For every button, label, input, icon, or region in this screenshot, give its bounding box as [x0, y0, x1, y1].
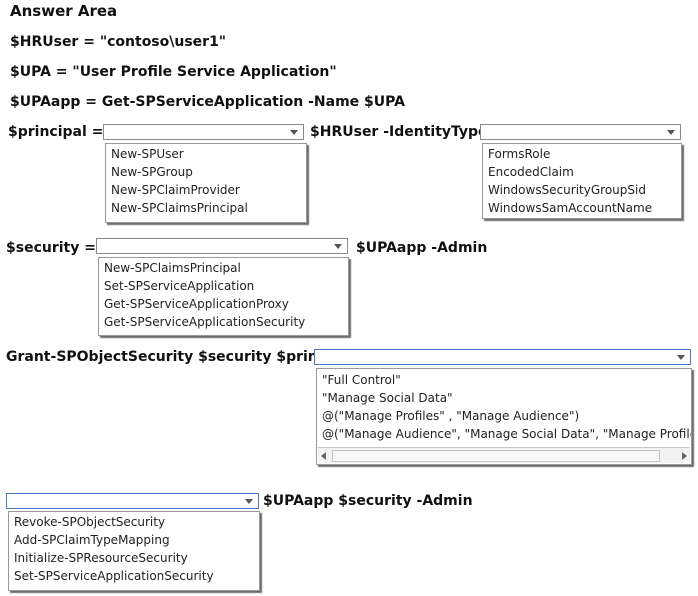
rights-option[interactable]: "Full Control": [322, 373, 401, 387]
identity-type-option[interactable]: EncodedClaim: [488, 165, 574, 179]
scroll-left-icon[interactable]: [321, 452, 326, 460]
scrollbar-thumb[interactable]: [332, 450, 660, 462]
principal-option[interactable]: New-SPGroup: [111, 165, 193, 179]
identity-type-options-list: FormsRole EncodedClaim WindowsSecurityGr…: [482, 143, 682, 219]
security-options-list: New-SPClaimsPrincipal Set-SPServiceAppli…: [98, 257, 349, 336]
principal-select[interactable]: [103, 124, 304, 140]
final-cmdlet-options-list: Revoke-SPObjectSecurity Add-SPClaimTypeM…: [8, 511, 260, 591]
identity-type-option[interactable]: WindowsSamAccountName: [488, 201, 653, 215]
principal-options-list: New-SPUser New-SPGroup New-SPClaimProvid…: [105, 143, 307, 223]
chevron-down-icon[interactable]: [245, 499, 253, 504]
security-label: $security =: [6, 240, 96, 256]
rights-option[interactable]: @("Manage Profiles" , "Manage Audience"): [322, 409, 580, 423]
principal-option[interactable]: New-SPClaimsPrincipal: [111, 201, 248, 215]
security-option[interactable]: Get-SPServiceApplicationProxy: [104, 297, 289, 311]
grant-label: Grant-SPObjectSecurity $security $princi…: [6, 349, 356, 365]
chevron-down-icon[interactable]: [667, 130, 675, 135]
final-cmdlet-option[interactable]: Initialize-SPResourceSecurity: [14, 551, 188, 565]
rights-option[interactable]: "Manage Social Data": [322, 391, 453, 405]
final-admin-label: $UPAapp $security -Admin: [263, 493, 473, 509]
upa-line: $UPA = "User Profile Service Application…: [10, 64, 337, 80]
security-option[interactable]: Get-SPServiceApplicationSecurity: [104, 315, 306, 329]
principal-label: $principal =: [8, 124, 104, 140]
rights-select[interactable]: [314, 349, 691, 365]
answer-area-title: Answer Area: [10, 2, 118, 20]
rights-option[interactable]: @("Manage Audience", "Manage Social Data…: [322, 427, 692, 441]
upaapp-admin-label: $UPAapp -Admin: [356, 240, 488, 256]
hruser-line: $HRUser = "contoso\user1": [10, 34, 227, 50]
rights-options-list: "Full Control" "Manage Social Data" @("M…: [316, 368, 692, 465]
identity-type-label: $HRUser -IdentityType: [310, 124, 488, 140]
identity-type-option[interactable]: WindowsSecurityGroupSid: [488, 183, 646, 197]
final-cmdlet-option[interactable]: Add-SPClaimTypeMapping: [14, 533, 170, 547]
final-cmdlet-select[interactable]: [6, 493, 259, 509]
identity-type-option[interactable]: FormsRole: [488, 147, 551, 161]
chevron-down-icon[interactable]: [677, 355, 685, 360]
chevron-down-icon[interactable]: [290, 130, 298, 135]
security-option[interactable]: New-SPClaimsPrincipal: [104, 261, 241, 275]
security-select[interactable]: [96, 238, 348, 254]
scroll-right-icon[interactable]: [682, 452, 687, 460]
final-cmdlet-option[interactable]: Revoke-SPObjectSecurity: [14, 515, 166, 529]
horizontal-scrollbar[interactable]: [318, 447, 690, 463]
chevron-down-icon[interactable]: [334, 244, 342, 249]
identity-type-select[interactable]: [480, 124, 681, 140]
upaapp-line: $UPAapp = Get-SPServiceApplication -Name…: [10, 94, 405, 110]
principal-option[interactable]: New-SPClaimProvider: [111, 183, 240, 197]
final-cmdlet-option[interactable]: Set-SPServiceApplicationSecurity: [14, 569, 214, 583]
principal-option[interactable]: New-SPUser: [111, 147, 184, 161]
security-option[interactable]: Set-SPServiceApplication: [104, 279, 255, 293]
